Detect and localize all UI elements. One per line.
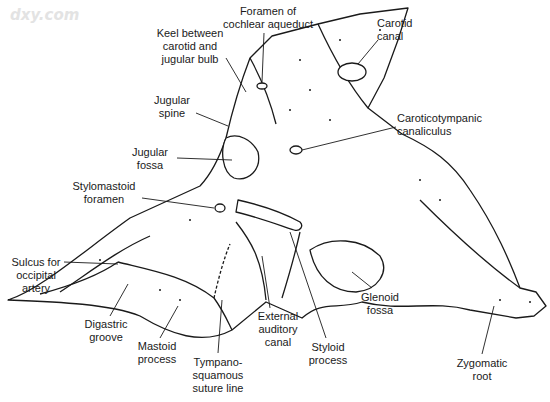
- part-label: Foramen of cochlear aqueduct: [220, 5, 316, 31]
- part-label: External auditory canal: [249, 310, 307, 349]
- part-label: Mastoid process: [131, 340, 183, 366]
- part-label: Glenoid fossa: [355, 291, 405, 317]
- part-label: Stylomastoid foramen: [65, 180, 143, 206]
- watermark: dxy.com: [10, 6, 79, 24]
- part-label: Sulcus for occipital artery: [6, 256, 66, 295]
- part-label: Caroticotympanic canaliculus: [397, 112, 495, 138]
- part-label: Tympano- squamous suture line: [186, 356, 250, 395]
- part-label: Keel between carotid and jugular bulb: [153, 27, 227, 66]
- part-label: Styloid process: [303, 341, 353, 367]
- part-label: Zygomatic root: [450, 357, 514, 383]
- part-label: Jugular spine: [146, 94, 198, 120]
- part-label: Digastric groove: [77, 318, 135, 344]
- part-label: Jugular fossa: [124, 146, 176, 172]
- part-label: Carotid canal: [377, 17, 423, 43]
